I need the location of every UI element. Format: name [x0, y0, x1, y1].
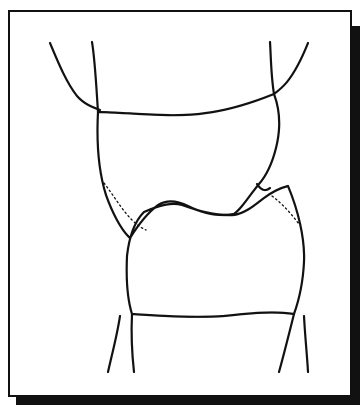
line-drawing [0, 0, 363, 415]
figure-container [0, 0, 363, 415]
